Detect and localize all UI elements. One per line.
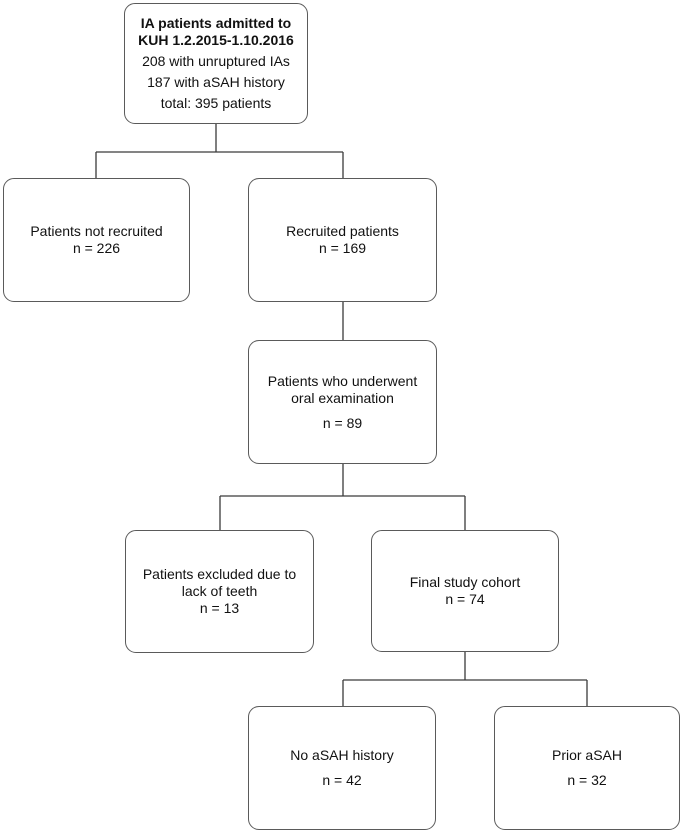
sah-history-count: 187 with aSAH history: [147, 74, 285, 90]
box-oral-examination: Patients who underwent oral examination …: [248, 340, 437, 464]
final-n: n = 74: [445, 591, 485, 607]
recruited-label: Recruited patients: [286, 223, 399, 239]
box-not-recruited: Patients not recruited n = 226: [3, 178, 190, 302]
prior-sah-label: Prior aSAH: [551, 747, 623, 763]
box-ia-patients-admitted: IA patients admitted to KUH 1.2.2015-1.1…: [124, 3, 308, 124]
no-sah-label: No aSAH history: [290, 747, 394, 763]
excluded-n: n = 13: [199, 600, 240, 616]
box-final-study-cohort: Final study cohort n = 74: [371, 530, 559, 652]
excluded-label-line-2: lack of teeth: [181, 583, 258, 599]
no-sah-n: n = 42: [322, 772, 362, 788]
total-count: total: 395 patients: [160, 95, 272, 111]
not-recruited-label: Patients not recruited: [30, 223, 163, 239]
box-prior-asah: Prior aSAH n = 32: [494, 706, 680, 830]
oral-label-line-2: oral examination: [291, 389, 394, 406]
excluded-label-line-1: Patients excluded due to: [142, 566, 297, 582]
box-excluded-lack-of-teeth: Patients excluded due to lack of teeth n…: [125, 530, 314, 653]
final-label: Final study cohort: [409, 574, 521, 590]
prior-sah-n: n = 32: [567, 772, 607, 788]
unruptured-count: 208 with unruptured IAs: [142, 53, 290, 69]
recruited-n: n = 169: [318, 240, 367, 256]
box-no-asah-history: No aSAH history n = 42: [248, 706, 436, 830]
title-line-1: IA patients admitted to: [140, 15, 292, 31]
title-line-2: KUH 1.2.2015-1.10.2016: [138, 32, 294, 48]
oral-label-line-1: Patients who underwent: [267, 372, 418, 389]
not-recruited-n: n = 226: [72, 240, 121, 256]
oral-n: n = 89: [322, 414, 363, 431]
box-recruited: Recruited patients n = 169: [248, 178, 437, 302]
